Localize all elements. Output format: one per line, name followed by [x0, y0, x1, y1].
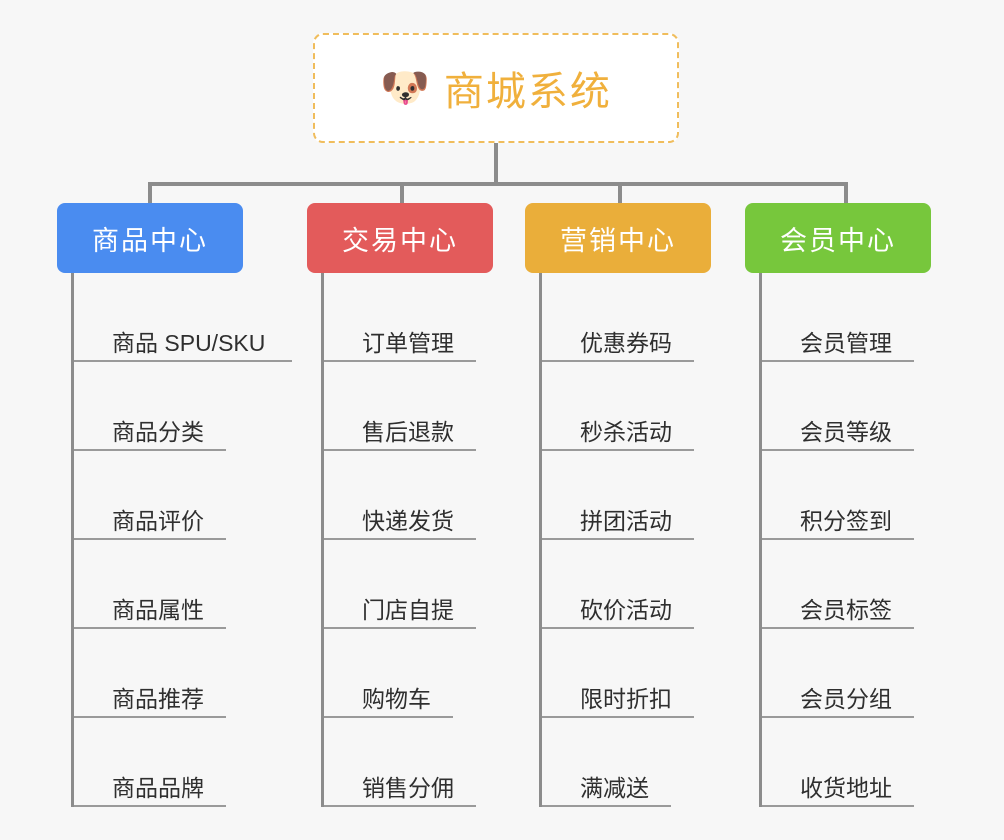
leaf-underline — [324, 360, 476, 362]
branch-column-3: 会员中心 会员管理 会员等级 积分签到 会员标签 会员分组 — [745, 203, 931, 807]
branch-column-2: 营销中心 优惠券码 秒杀活动 拼团活动 砍价活动 限时折扣 — [525, 203, 711, 807]
leaf-label: 门店自提 — [362, 596, 454, 623]
leaf-label: 秒杀活动 — [580, 418, 672, 445]
branch-items-2: 优惠券码 秒杀活动 拼团活动 砍价活动 限时折扣 满减送 — [539, 273, 711, 807]
list-item[interactable]: 会员等级 — [762, 362, 931, 451]
list-item[interactable]: 销售分佣 — [324, 718, 493, 807]
branch-label-1: 交易中心 — [342, 225, 458, 256]
leaf-label: 会员等级 — [800, 418, 892, 445]
leaf-label: 会员分组 — [800, 685, 892, 712]
leaf-label: 商品推荐 — [112, 685, 204, 712]
list-item[interactable]: 会员管理 — [762, 273, 931, 362]
list-item[interactable]: 限时折扣 — [542, 629, 711, 718]
branch-header-3[interactable]: 会员中心 — [745, 203, 931, 273]
list-item[interactable]: 商品推荐 — [74, 629, 265, 718]
leaf-underline — [762, 716, 914, 718]
branch-label-2: 营销中心 — [560, 225, 676, 256]
leaf-label: 商品品牌 — [112, 774, 204, 801]
leaf-underline — [542, 538, 694, 540]
leaf-underline — [762, 360, 914, 362]
leaf-label: 积分签到 — [800, 507, 892, 534]
branch-header-1[interactable]: 交易中心 — [307, 203, 493, 273]
leaf-label: 商品评价 — [112, 507, 204, 534]
root-title: 商城系统 — [443, 70, 612, 114]
leaf-label: 砍价活动 — [580, 596, 672, 623]
leaf-underline — [324, 449, 476, 451]
branch-items-3: 会员管理 会员等级 积分签到 会员标签 会员分组 收货地址 — [759, 273, 931, 807]
leaf-label: 会员管理 — [800, 329, 892, 356]
leaf-underline — [324, 627, 476, 629]
branch-column-0: 商品中心 商品 SPU/SKU 商品分类 商品评价 商品属性 商品推荐 — [57, 203, 292, 807]
list-item[interactable]: 售后退款 — [324, 362, 493, 451]
list-item[interactable]: 商品分类 — [74, 362, 265, 451]
drop-connector-2 — [400, 182, 404, 205]
leaf-underline — [74, 805, 226, 807]
leaf-underline — [74, 627, 226, 629]
leaf-underline — [74, 716, 226, 718]
leaf-underline — [324, 805, 476, 807]
branch-header-0[interactable]: 商品中心 — [57, 203, 243, 273]
leaf-underline — [762, 449, 914, 451]
drop-connector-4 — [844, 182, 848, 205]
list-item[interactable]: 商品 SPU/SKU — [74, 273, 292, 362]
list-item[interactable]: 拼团活动 — [542, 451, 711, 540]
branch-items-0: 商品 SPU/SKU 商品分类 商品评价 商品属性 商品推荐 商品品牌 — [71, 273, 292, 807]
leaf-underline — [74, 449, 226, 451]
list-item[interactable]: 满减送 — [542, 718, 711, 807]
leaf-underline — [762, 805, 914, 807]
list-item[interactable]: 积分签到 — [762, 451, 931, 540]
leaf-underline — [324, 538, 476, 540]
list-item[interactable]: 秒杀活动 — [542, 362, 711, 451]
dog-face-icon: 🐶 — [380, 66, 430, 110]
leaf-label: 快递发货 — [362, 507, 454, 534]
leaf-label: 售后退款 — [362, 418, 454, 445]
branch-label-0: 商品中心 — [92, 225, 208, 256]
list-item[interactable]: 订单管理 — [324, 273, 493, 362]
drop-connector-1 — [148, 182, 152, 205]
list-item[interactable]: 商品属性 — [74, 540, 265, 629]
branch-items-1: 订单管理 售后退款 快递发货 门店自提 购物车 销售分佣 — [321, 273, 493, 807]
list-item[interactable]: 快递发货 — [324, 451, 493, 540]
leaf-underline — [542, 360, 694, 362]
leaf-underline — [74, 538, 226, 540]
bus-connector — [148, 182, 848, 186]
list-item[interactable]: 购物车 — [324, 629, 493, 718]
list-item[interactable]: 会员分组 — [762, 629, 931, 718]
list-item[interactable]: 优惠券码 — [542, 273, 711, 362]
leaf-label: 收货地址 — [800, 774, 892, 801]
leaf-underline — [762, 538, 914, 540]
leaf-label: 会员标签 — [800, 596, 892, 623]
leaf-label: 限时折扣 — [580, 685, 672, 712]
leaf-label: 商品 SPU/SKU — [112, 329, 266, 356]
leaf-label: 商品属性 — [112, 596, 204, 623]
leaf-label: 销售分佣 — [362, 774, 454, 801]
branch-header-2[interactable]: 营销中心 — [525, 203, 711, 273]
list-item[interactable]: 收货地址 — [762, 718, 931, 807]
leaf-underline — [542, 627, 694, 629]
leaf-underline — [542, 716, 694, 718]
drop-connector-3 — [618, 182, 622, 205]
root-node[interactable]: 🐶 商城系统 — [313, 33, 679, 143]
branch-label-3: 会员中心 — [780, 225, 896, 256]
list-item[interactable]: 商品评价 — [74, 451, 265, 540]
list-item[interactable]: 砍价活动 — [542, 540, 711, 629]
leaf-label: 订单管理 — [362, 329, 454, 356]
leaf-underline — [762, 627, 914, 629]
leaf-underline — [542, 805, 671, 807]
leaf-label: 购物车 — [362, 685, 431, 712]
root-stem-connector — [494, 143, 498, 184]
leaf-underline — [542, 449, 694, 451]
list-item[interactable]: 商品品牌 — [74, 718, 265, 807]
leaf-underline — [74, 360, 292, 362]
branch-column-1: 交易中心 订单管理 售后退款 快递发货 门店自提 购物车 — [307, 203, 493, 807]
leaf-label: 商品分类 — [112, 418, 204, 445]
leaf-label: 优惠券码 — [580, 329, 672, 356]
leaf-label: 拼团活动 — [580, 507, 672, 534]
leaf-label: 满减送 — [580, 774, 649, 801]
leaf-underline — [324, 716, 453, 718]
list-item[interactable]: 会员标签 — [762, 540, 931, 629]
list-item[interactable]: 门店自提 — [324, 540, 493, 629]
